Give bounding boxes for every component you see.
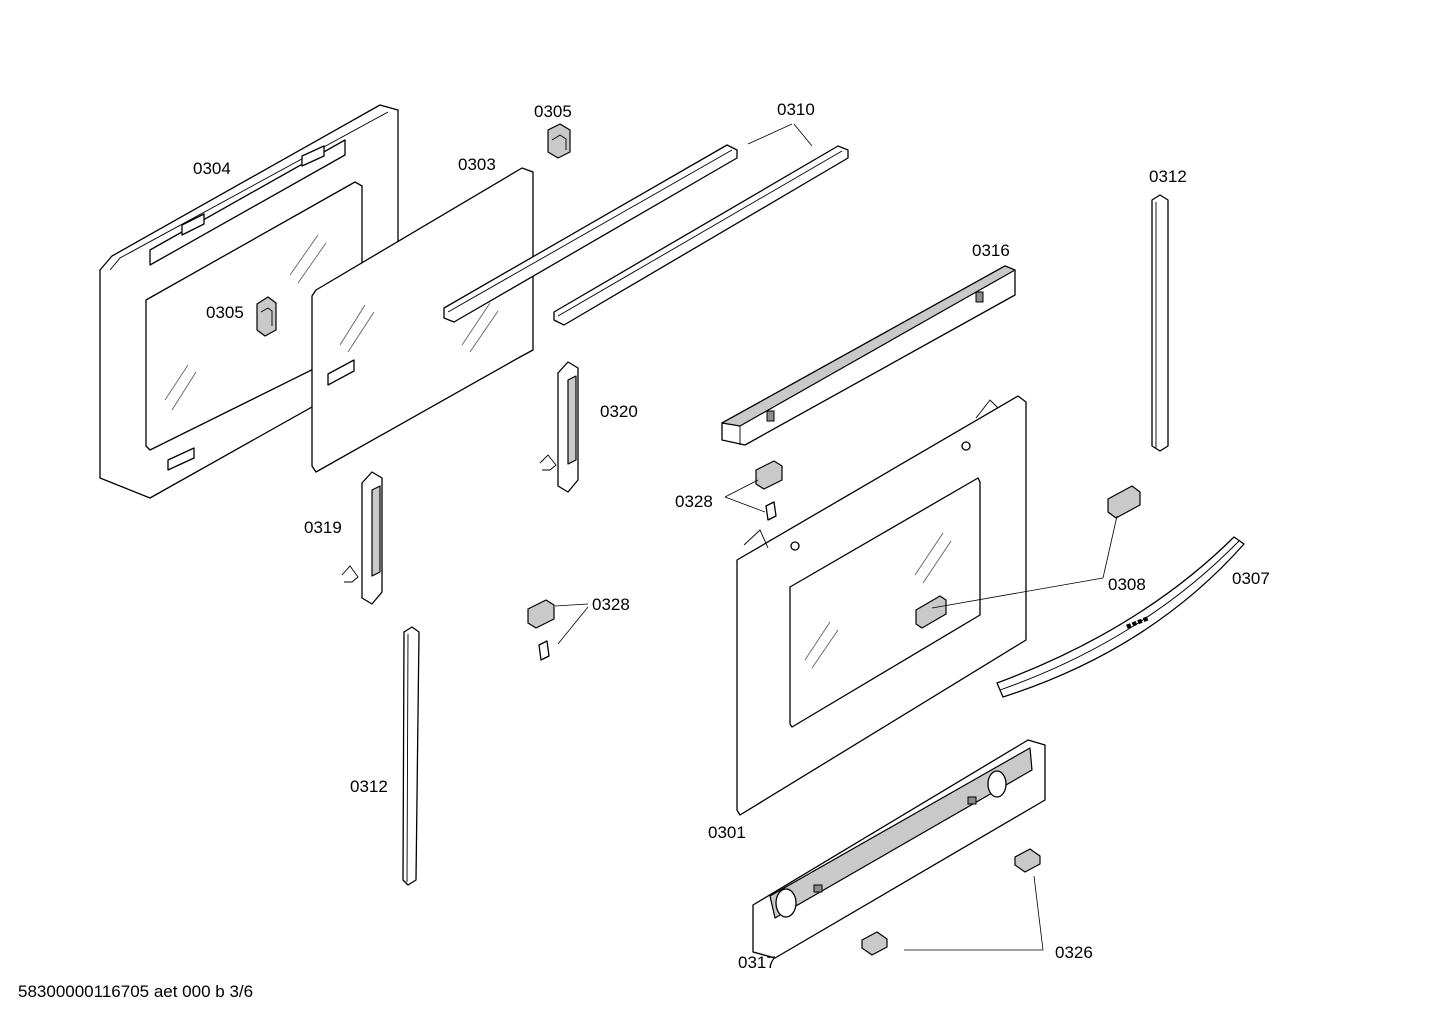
part-0301-front-door	[736, 395, 1027, 816]
label-0320: 0320	[600, 402, 638, 421]
diagram-footer-code: 58300000116705 aet 000 b 3/6	[18, 982, 253, 1001]
part-0319-hinge	[341, 471, 383, 605]
part-0310-rails	[443, 144, 849, 326]
part-0320-hinge	[539, 361, 579, 493]
part-0312-left-strip	[402, 626, 420, 886]
part-0303-inner-glass	[311, 167, 534, 473]
label-0312-right: 0312	[1149, 167, 1187, 186]
label-0328-mid: 0328	[675, 492, 713, 511]
leader-lines	[554, 123, 1118, 951]
label-0319: 0319	[304, 518, 342, 537]
label-0326: 0326	[1055, 943, 1093, 962]
label-0303: 0303	[458, 155, 496, 174]
label-0307: 0307	[1232, 569, 1270, 588]
part-0328-blocks-mid	[755, 460, 783, 521]
label-0305-top: 0305	[534, 102, 572, 121]
label-0317: 0317	[738, 953, 776, 972]
part-0326-clips	[861, 848, 1041, 956]
label-0328-low: 0328	[592, 595, 630, 614]
label-0301: 0301	[708, 823, 746, 842]
label-0305-mid: 0305	[206, 303, 244, 322]
label-0308: 0308	[1108, 575, 1146, 594]
part-0317-bottom-profile	[752, 739, 1046, 959]
part-0307-handle: ▪▪▪▪	[996, 536, 1245, 698]
part-0312-right-strip	[1151, 194, 1169, 452]
label-0304: 0304	[193, 159, 231, 178]
part-0305-clip-mid	[256, 296, 277, 337]
label-0316: 0316	[972, 241, 1010, 260]
part-0308-knob	[1107, 485, 1141, 519]
part-0316-top-profile	[721, 265, 1016, 446]
part-0305-clip-top	[547, 123, 571, 159]
part-0328-blocks-low	[527, 599, 555, 661]
label-0310: 0310	[777, 100, 815, 119]
label-0312-left: 0312	[350, 777, 388, 796]
